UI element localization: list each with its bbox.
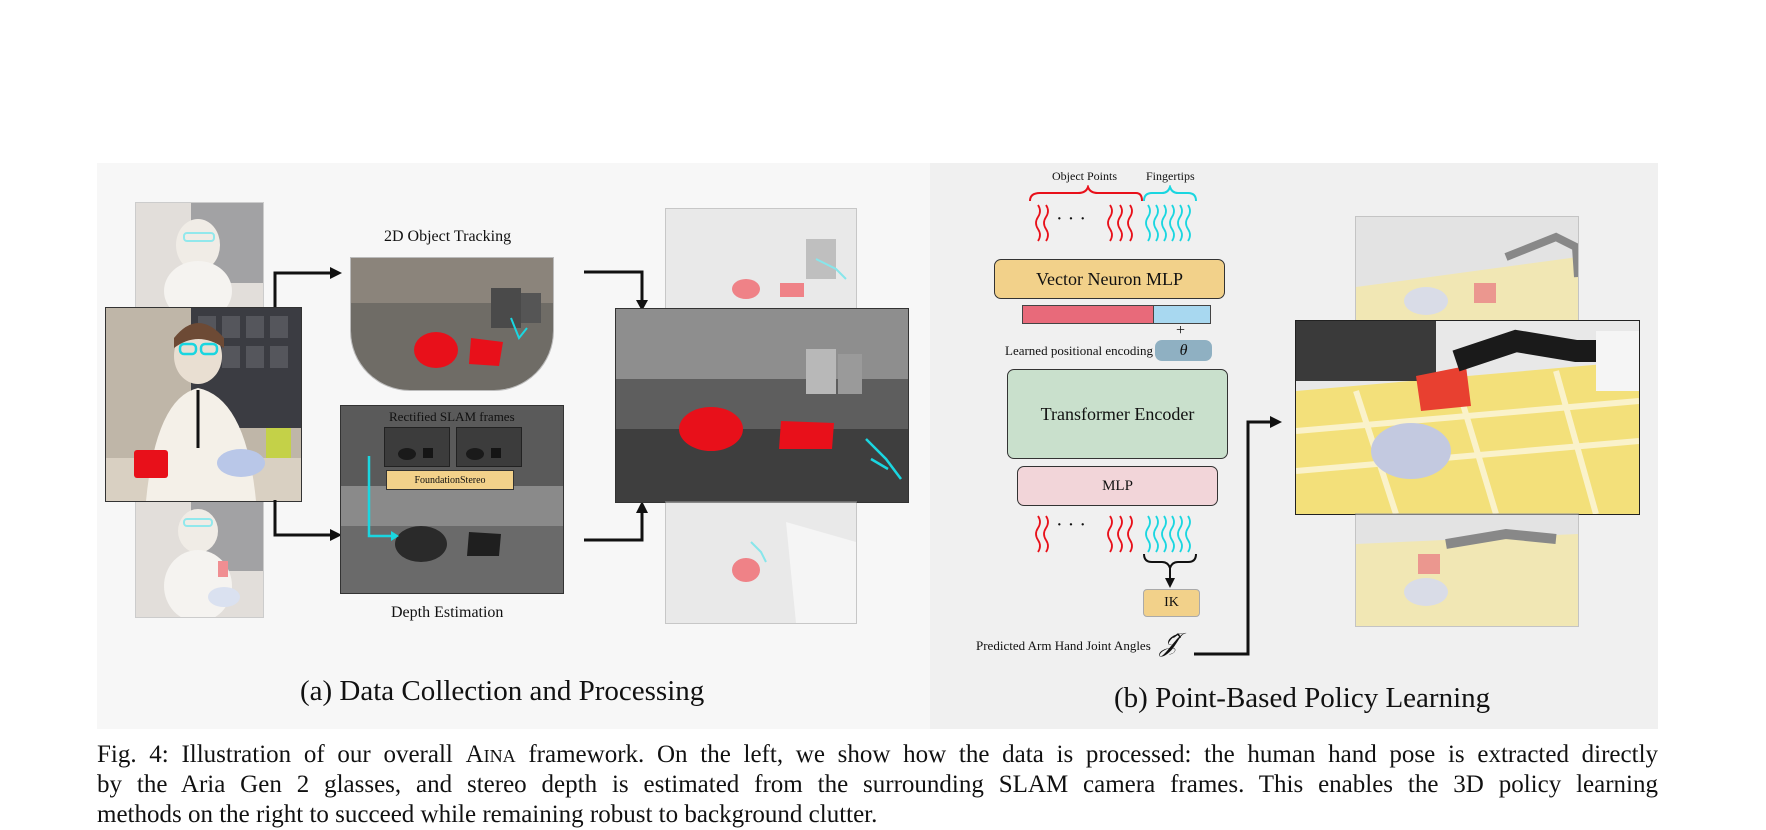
- slam-label: Rectified SLAM frames: [389, 409, 515, 424]
- human-frame-top: [135, 202, 264, 309]
- vector-neuron-mlp: Vector Neuron MLP: [994, 259, 1225, 299]
- caption-line-1: Fig. 4: Illustration of our overall Aina…: [97, 740, 1658, 770]
- object-points-label: Object Points: [1052, 169, 1117, 183]
- foundation-stereo-box: FoundationStereo: [386, 470, 514, 490]
- mlp-box: MLP: [1017, 466, 1218, 506]
- arrows-left: [273, 267, 342, 541]
- human-frame-bottom: [135, 500, 264, 618]
- output-arrow: [1194, 416, 1282, 656]
- human-frame-main: [105, 307, 302, 502]
- caption-line-3: methods on the right to succeed while re…: [97, 801, 878, 828]
- slam-frame-right: [456, 427, 522, 467]
- plus-sign: +: [1176, 322, 1186, 339]
- ik-box: IK: [1143, 589, 1200, 617]
- output-tokens: [1035, 515, 1197, 588]
- arrows-middle: [584, 270, 648, 542]
- caption-prefix: Fig. 4: Illustration of our overall: [97, 741, 453, 768]
- caption-line-1-rest: framework. On the left, we show how the …: [528, 741, 1659, 768]
- input-tokens: [1029, 185, 1197, 242]
- tracking-image: [350, 257, 554, 391]
- tracking-label: 2D Object Tracking: [384, 228, 512, 245]
- depth-label: Depth Estimation: [391, 604, 504, 621]
- robot-frame-top: [1355, 216, 1579, 322]
- robot-frame-bottom: [1355, 513, 1579, 627]
- embedding-bar-red: [1022, 305, 1154, 324]
- panel-a-title: (a) Data Collection and Processing: [300, 675, 705, 707]
- caption-name: Aina: [465, 741, 516, 768]
- slam-frame-left: [384, 427, 450, 467]
- output-dots: · · ·: [1056, 514, 1086, 536]
- transformer-encoder: Transformer Encoder: [1007, 369, 1228, 459]
- point-cloud-bottom: [665, 501, 857, 624]
- point-cloud-main: [615, 308, 909, 503]
- joint-angle-symbol: 𝒥̂: [1160, 628, 1178, 657]
- robot-frame-main: [1295, 320, 1640, 515]
- embedding-bar-blue: [1154, 305, 1211, 324]
- fingertips-label: Fingertips: [1146, 169, 1195, 183]
- panel-b-title: (b) Point-Based Policy Learning: [1114, 682, 1491, 714]
- figure-caption: Fig. 4: Illustration of our overall Aina…: [97, 740, 1658, 830]
- predicted-label: Predicted Arm Hand Joint Angles: [976, 638, 1151, 653]
- pos-enc-theta: θ: [1155, 340, 1212, 361]
- depth-image: [340, 405, 564, 594]
- caption-line-2: by the Aria Gen 2 glasses, and stereo de…: [97, 771, 1658, 798]
- pos-enc-label: Learned positional encoding: [1005, 343, 1154, 358]
- point-cloud-top: [665, 208, 857, 310]
- input-dots: · · ·: [1056, 208, 1086, 230]
